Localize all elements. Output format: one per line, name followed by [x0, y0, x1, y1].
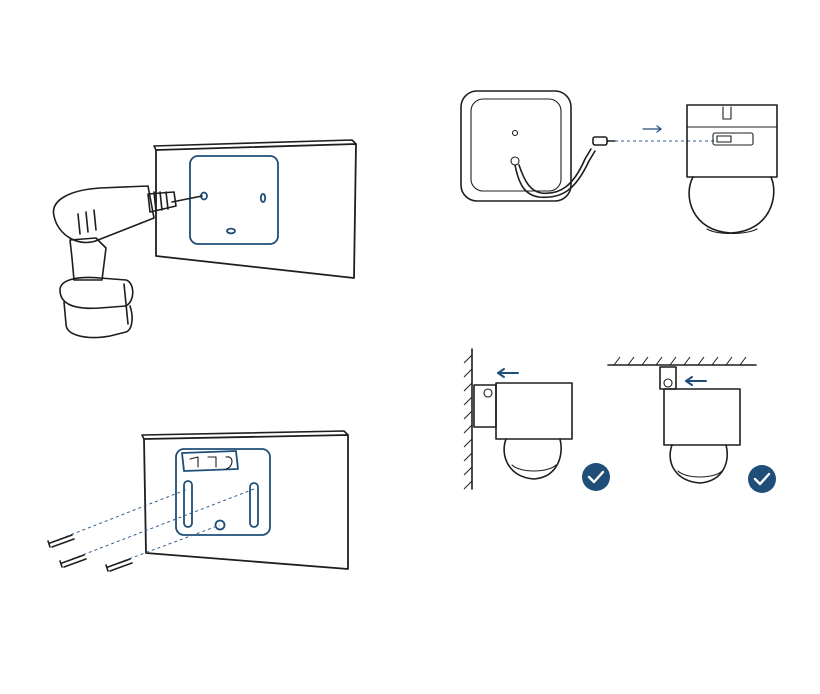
wall-mount-option — [464, 349, 610, 491]
step-screw-plate — [40, 425, 360, 585]
check-icon — [748, 465, 776, 493]
arrow-left-icon — [498, 369, 518, 377]
wall-panel — [154, 140, 356, 278]
ceiling-mount-option — [608, 357, 776, 493]
check-icon — [582, 463, 610, 491]
step-drill-holes — [30, 130, 370, 350]
step-mount-orientations — [460, 345, 800, 495]
arrow-left-icon — [686, 377, 706, 385]
step-connect-cable — [455, 85, 795, 245]
arrow-right-icon — [643, 126, 661, 132]
mount-base — [461, 91, 571, 201]
wall-panel — [142, 431, 348, 569]
camera-unit — [687, 105, 777, 234]
